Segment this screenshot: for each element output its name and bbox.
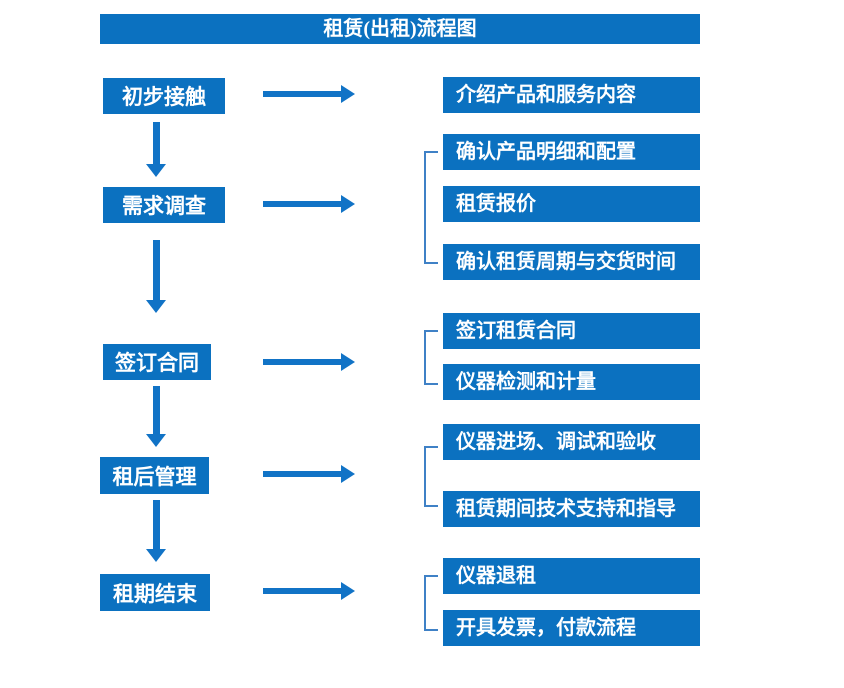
arrow-head	[341, 85, 355, 103]
arrow-right-icon	[263, 465, 355, 483]
arrow-head	[341, 195, 355, 213]
arrow-shaft	[263, 91, 341, 97]
arrow-shaft	[263, 471, 341, 477]
arrow-shaft	[153, 122, 160, 165]
arrow-down-icon	[146, 122, 167, 177]
group-bracket-icon	[424, 446, 438, 507]
arrow-shaft	[153, 386, 160, 435]
step-box-post-rental-management: 租后管理	[100, 457, 209, 494]
detail-box-instrument-setup-acceptance: 仪器进场、调试和验收	[443, 424, 700, 460]
arrow-shaft	[263, 201, 341, 207]
detail-box-confirm-product-config: 确认产品明细和配置	[443, 134, 700, 170]
step-box-requirement-survey: 需求调查	[103, 187, 225, 223]
arrow-head	[341, 353, 355, 371]
arrow-head	[341, 465, 355, 483]
arrow-head	[146, 549, 166, 562]
step-box-sign-contract: 签订合同	[103, 344, 211, 380]
detail-box-introduce-products: 介绍产品和服务内容	[443, 77, 700, 113]
arrow-right-icon	[263, 85, 355, 103]
detail-box-instrument-return: 仪器退租	[443, 558, 700, 594]
arrow-head	[341, 582, 355, 600]
arrow-down-icon	[146, 500, 167, 562]
group-bracket-icon	[424, 575, 438, 631]
step-box-initial-contact: 初步接触	[103, 78, 225, 114]
arrow-down-icon	[146, 386, 167, 447]
step-box-rental-end: 租期结束	[100, 574, 210, 611]
group-bracket-icon	[424, 330, 438, 385]
arrow-shaft	[263, 359, 341, 365]
arrow-right-icon	[263, 582, 355, 600]
arrow-head	[146, 434, 166, 447]
arrow-right-icon	[263, 195, 355, 213]
group-bracket-icon	[424, 151, 438, 264]
arrow-right-icon	[263, 353, 355, 371]
arrow-shaft	[153, 240, 160, 301]
arrow-down-icon	[146, 240, 167, 313]
arrow-head	[146, 300, 166, 313]
page-title: 租赁(出租)流程图	[100, 14, 700, 44]
detail-box-invoice-payment: 开具发票，付款流程	[443, 610, 700, 646]
detail-box-instrument-testing: 仪器检测和计量	[443, 364, 700, 400]
arrow-shaft	[153, 500, 160, 550]
arrow-head	[146, 164, 166, 177]
detail-box-sign-rental-contract: 签订租赁合同	[443, 313, 700, 349]
arrow-shaft	[263, 588, 341, 594]
detail-box-confirm-period-delivery: 确认租赁周期与交货时间	[443, 244, 700, 280]
detail-box-technical-support: 租赁期间技术支持和指导	[443, 491, 700, 527]
detail-box-rental-quotation: 租赁报价	[443, 186, 700, 222]
